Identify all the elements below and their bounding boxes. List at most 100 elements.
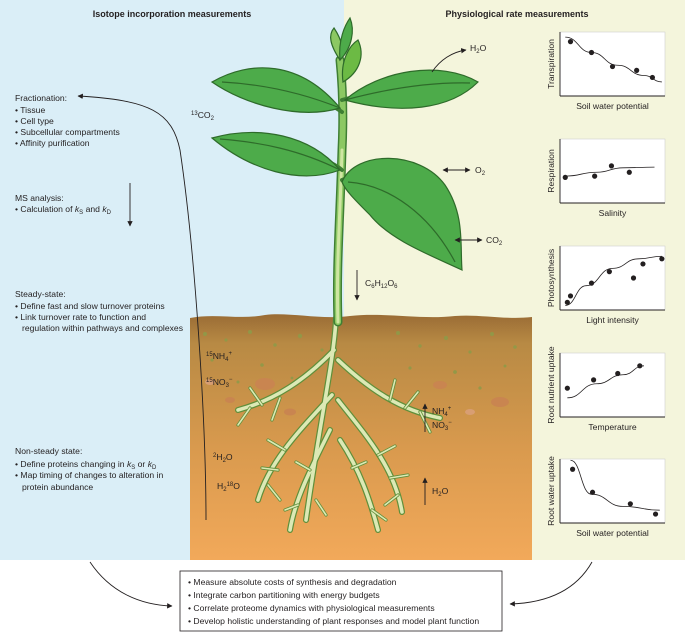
chart-trend-curve bbox=[565, 255, 662, 306]
mini-chart: Temperature Root nutrient uptake bbox=[546, 346, 666, 432]
fractionation-block: Fractionation: • Tissue • Cell type • Su… bbox=[15, 93, 120, 148]
chart-data-point bbox=[606, 269, 612, 275]
label-h2-18o: H218O bbox=[217, 481, 240, 493]
leaves bbox=[210, 16, 479, 271]
ms-analysis-heading: MS analysis: bbox=[15, 193, 64, 203]
chart-plot-area bbox=[559, 245, 666, 311]
fractionation-item: • Affinity purification bbox=[15, 138, 90, 148]
label-nh4: NH4+ bbox=[432, 406, 452, 418]
chart-x-label: Soil water potential bbox=[576, 101, 649, 111]
chart-trend-curve bbox=[567, 365, 645, 399]
chart-data-point bbox=[608, 163, 615, 169]
summary-box-frame bbox=[179, 570, 503, 632]
chart-plot-area bbox=[559, 138, 666, 204]
chart-trend-curve bbox=[570, 459, 660, 511]
chart-plot-area bbox=[559, 458, 666, 524]
chart-trend-curve bbox=[565, 166, 655, 177]
chart-y-label: Root nutrient uptake bbox=[546, 346, 556, 424]
fractionation-item: • Subcellular compartments bbox=[15, 127, 120, 137]
roots bbox=[235, 315, 443, 533]
steady-state-item: • Define fast and slow turnover proteins bbox=[15, 301, 165, 311]
summary-item: • Correlate proteome dynamics with physi… bbox=[188, 603, 435, 613]
summary-item: • Measure absolute costs of synthesis an… bbox=[188, 577, 397, 587]
label-o2: O2 bbox=[475, 165, 486, 177]
fractionation-item: • Tissue bbox=[15, 105, 45, 115]
label-15nh4: 15NH4+ bbox=[206, 351, 232, 363]
chart-data-point bbox=[627, 501, 633, 507]
chart-x-label: Light intensity bbox=[586, 315, 639, 325]
label-h2o-transpired: H2O bbox=[470, 43, 487, 55]
fractionation-heading: Fractionation: bbox=[15, 93, 67, 103]
plant-labels: 13CO2 H2O O2 CO2 C6H12O6 15NH4+ 15NO3− N… bbox=[191, 43, 503, 505]
label-2h2o: 2H2O bbox=[213, 452, 233, 464]
steady-state-item-cont: regulation within pathways and complexes bbox=[22, 323, 183, 333]
summary-item: • Integrate carbon partitioning with ene… bbox=[188, 590, 380, 600]
mini-chart: Soil water potential Root water uptake bbox=[546, 456, 666, 538]
chart-data-point bbox=[626, 169, 632, 175]
chart-data-point bbox=[659, 256, 665, 262]
ms-analysis-item: • Calculation of kS and kD bbox=[15, 204, 112, 216]
chart-data-point bbox=[652, 511, 659, 517]
chart-data-point bbox=[591, 377, 597, 383]
non-steady-state-item: • Define proteins changing in kS or kD bbox=[15, 459, 157, 471]
chart-data-point bbox=[589, 489, 596, 495]
chart-data-point bbox=[640, 261, 646, 267]
left-panel-title: Isotope incorporation measurements bbox=[93, 9, 252, 19]
non-steady-state-item-cont: protein abundance bbox=[22, 482, 93, 492]
mini-chart: Soil water potential Transpiration bbox=[546, 31, 666, 111]
leaf-mid-left bbox=[210, 131, 342, 177]
steady-state-heading: Steady-state: bbox=[15, 289, 66, 299]
chart-y-label: Transpiration bbox=[546, 39, 556, 89]
chart-y-label: Respiration bbox=[546, 149, 556, 193]
chart-data-point bbox=[637, 363, 643, 369]
chart-x-label: Soil water potential bbox=[576, 528, 649, 538]
soil bbox=[190, 314, 532, 560]
summary-box: • Measure absolute costs of synthesis an… bbox=[179, 570, 503, 632]
label-sugar: C6H12O6 bbox=[365, 278, 398, 290]
mini-charts: Soil water potential TranspirationSalinit… bbox=[546, 31, 666, 538]
label-no3: NO3− bbox=[432, 420, 452, 432]
chart-data-point bbox=[634, 67, 640, 73]
co2-arc-arrow bbox=[77, 93, 207, 521]
leaf-upper-left bbox=[210, 67, 342, 113]
steady-state-item: • Link turnover rate to function and bbox=[15, 312, 146, 322]
top-leaf-2 bbox=[339, 16, 353, 62]
chart-data-point bbox=[615, 370, 621, 377]
chart-data-point bbox=[588, 49, 595, 56]
leaf-upper-right bbox=[343, 69, 479, 109]
chart-data-point bbox=[649, 74, 656, 81]
chart-data-point bbox=[567, 293, 574, 299]
h2o-out-arrow bbox=[431, 48, 467, 73]
chart-plot-area bbox=[559, 352, 666, 418]
right-to-summary-arrow bbox=[509, 561, 593, 607]
chart-data-point bbox=[570, 466, 576, 472]
fractionation-item: • Cell type bbox=[15, 116, 54, 126]
chart-data-point bbox=[588, 280, 595, 286]
chart-x-label: Salinity bbox=[599, 208, 627, 218]
chart-data-point bbox=[592, 173, 598, 179]
chart-y-label: Photosynthesis bbox=[546, 249, 556, 307]
steady-state-block: Steady-state: • Define fast and slow tur… bbox=[15, 289, 183, 333]
top-leaf-3 bbox=[341, 39, 362, 83]
left-arrows bbox=[77, 93, 593, 609]
mini-chart: Salinity Respiration bbox=[546, 138, 666, 218]
non-steady-state-block: Non-steady state: • Define proteins chan… bbox=[15, 446, 163, 492]
left-to-summary-arrow bbox=[89, 561, 173, 609]
ms-analysis-block: MS analysis: • Calculation of kS and kD bbox=[15, 193, 112, 216]
non-steady-state-heading: Non-steady state: bbox=[15, 446, 82, 456]
chart-x-label: Temperature bbox=[588, 422, 636, 432]
chart-y-label: Root water uptake bbox=[546, 456, 556, 526]
summary-item: • Develop holistic understanding of plan… bbox=[188, 616, 479, 626]
right-panel-title: Physiological rate measurements bbox=[445, 9, 588, 19]
label-co2: CO2 bbox=[486, 235, 503, 247]
label-15no3: 15NO3− bbox=[206, 377, 233, 389]
chart-data-point bbox=[562, 174, 568, 180]
label-h2o-root: H2O bbox=[432, 486, 449, 498]
non-steady-state-item: • Map timing of changes to alteration in bbox=[15, 470, 163, 480]
mini-chart: Light intensity Photosynthesis bbox=[546, 245, 666, 325]
chart-data-point bbox=[564, 299, 570, 305]
chart-data-point bbox=[564, 385, 570, 391]
label-13co2: 13CO2 bbox=[191, 110, 215, 122]
